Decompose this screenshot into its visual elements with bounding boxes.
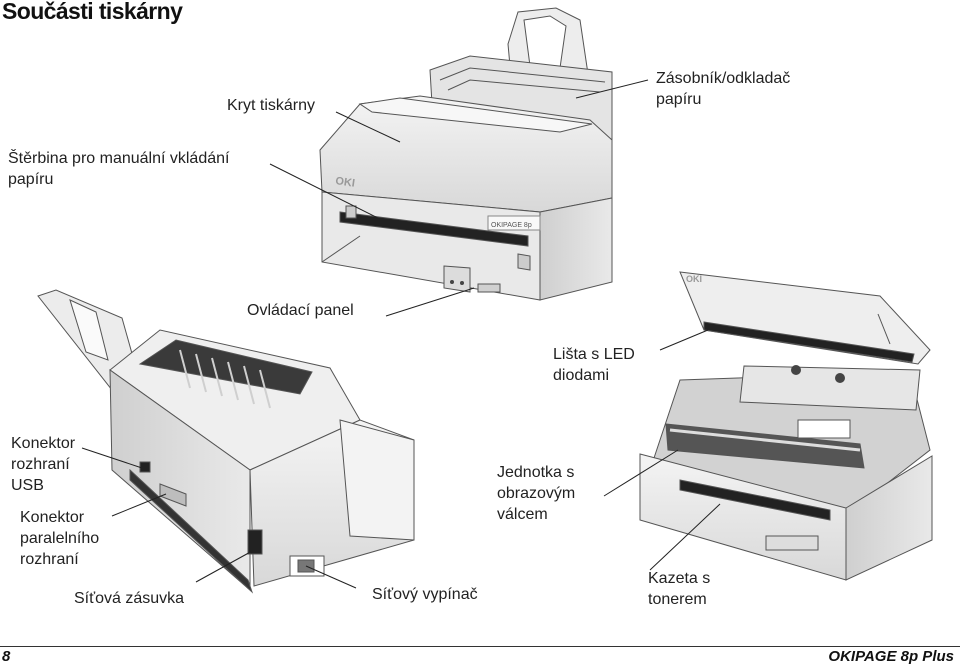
page-title: Součásti tiskárny [2,0,183,24]
label-printer-cover: Kryt tiskárny [227,97,316,114]
label-parallel-connector: Konektor paralelního rozhraní [20,509,100,568]
footer-divider [0,646,960,647]
label-toner-cartridge: Kazeta s tonerem [648,570,711,608]
label-drum-unit: Jednotka s obrazovým válcem [497,464,576,523]
page-number: 8 [2,648,11,665]
product-name: OKIPAGE 8p Plus [828,648,954,665]
printer-open-view: OKI [639,271,933,581]
label-usb-connector: Konektor rozhraní USB [11,435,76,494]
svg-text:OKIPAGE 8p: OKIPAGE 8p [491,222,532,229]
printer-rear-view [37,289,415,594]
label-manual-feed-slot: Štěrbina pro manuální vkládání papíru [8,150,230,188]
label-led-bar: Lišta s LED diodami [553,346,635,384]
callout-lines [81,79,721,589]
label-power-socket: Síťová zásuvka [74,590,185,607]
label-control-panel: Ovládací panel [247,302,354,319]
printer-front-view: OKI OKIPAGE 8p [319,7,613,301]
svg-text:OKI: OKI [686,274,702,284]
svg-text:OKI: OKI [335,175,356,190]
label-power-switch: Síťový vypínač [372,586,478,603]
label-paper-tray: Zásobník/odkladač papíru [656,70,791,108]
